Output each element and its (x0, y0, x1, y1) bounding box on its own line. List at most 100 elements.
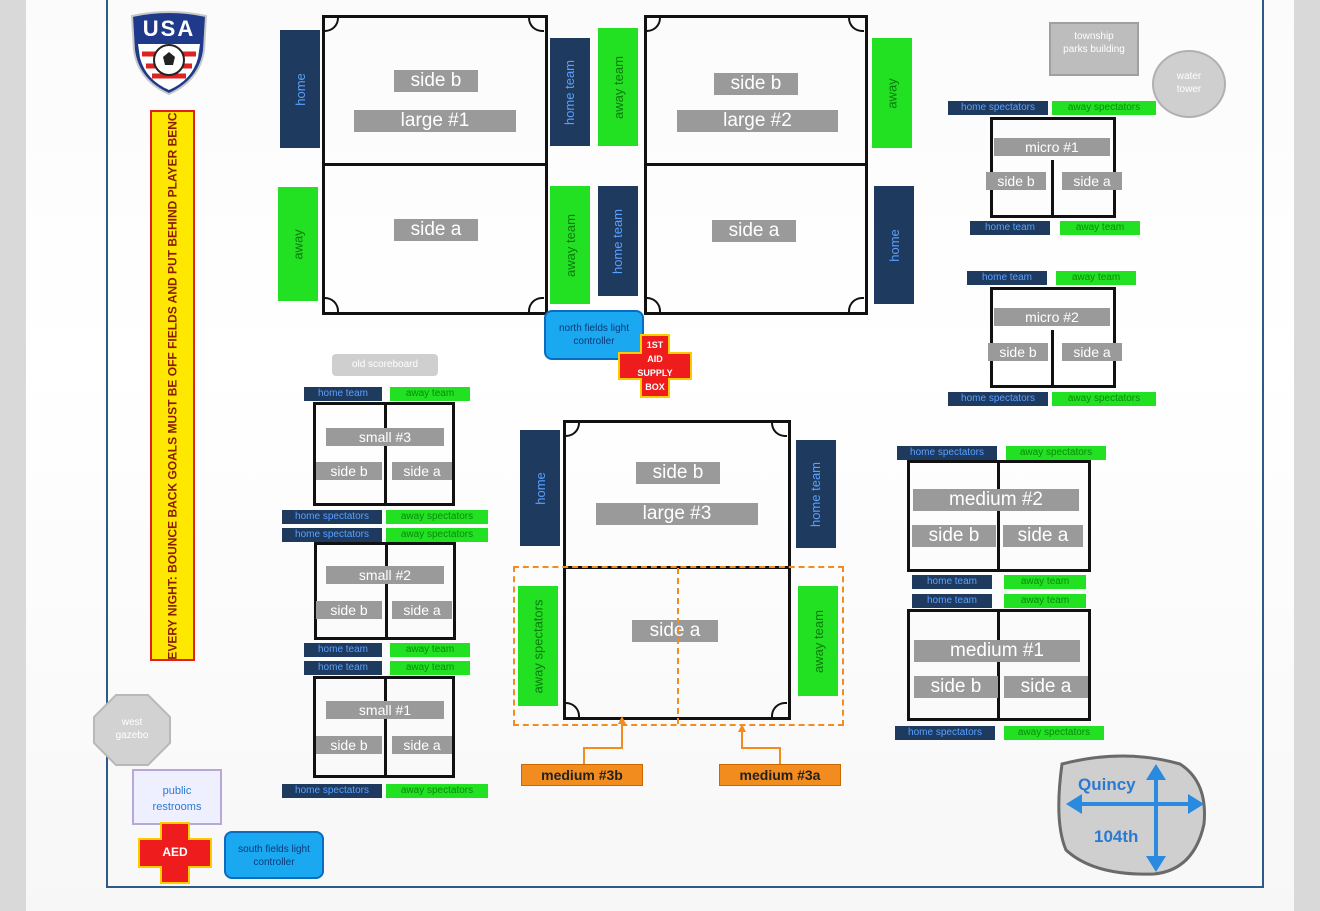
small-2-title: small #2 (326, 566, 444, 584)
bench-label: home (886, 228, 902, 262)
small-2-away-team: away team (390, 643, 470, 657)
small-1-side-b-label: side b (316, 736, 382, 754)
public-restrooms: public restrooms (132, 769, 222, 825)
small-2-side-a-label: side a (392, 601, 452, 619)
old-scoreboard-text: old scoreboard (351, 359, 419, 370)
micro-2-side-a-label: side a (1062, 343, 1122, 361)
bench-label: home (292, 72, 308, 106)
medium-3-dashed-divider (677, 568, 679, 724)
micro-1-away-team: away team (1060, 221, 1140, 235)
field-divider (997, 460, 1000, 572)
restrooms-text: public restrooms (152, 785, 202, 813)
large-3-away-spectators: away spectators (518, 586, 558, 706)
medium-2-away-spectators: away spectators (1006, 446, 1106, 460)
medium-2-side-a-label: side a (1003, 525, 1083, 547)
first-aid-line-2: AID (647, 354, 663, 364)
corner-arc (528, 16, 544, 32)
bench-label: away (290, 228, 306, 260)
micro-2-home-spectators: home spectators (948, 392, 1048, 406)
small-1-away-team: away team (390, 661, 470, 675)
micro-1-home-spectators: home spectators (948, 101, 1048, 115)
micro-1-side-b-label: side b (986, 172, 1046, 190)
large-1-away-bench: away (278, 187, 318, 301)
bench-label: away team (562, 213, 578, 277)
medium-3-pointer-arrows (583, 716, 781, 766)
corner-arc (528, 297, 544, 313)
field-divider (1051, 160, 1054, 218)
large-1-title: large #1 (354, 110, 516, 132)
medium-1-side-a-label: side a (1004, 676, 1088, 698)
bench-label: away (884, 77, 900, 109)
large-3-home-team-bench: home team (796, 440, 836, 548)
large-3-side-a-label: side a (632, 620, 718, 642)
medium-1-away-spectators: away spectators (1004, 726, 1104, 740)
micro-2-away-spectators: away spectators (1052, 392, 1156, 406)
large-2-side-a-label: side a (712, 220, 796, 242)
corner-arc (323, 297, 339, 313)
township-parks-building: township parks building (1049, 22, 1139, 76)
water-tower-text: water tower (1176, 71, 1202, 95)
medium-2-away-team: away team (1004, 575, 1086, 589)
first-aid-line-4: BOX (645, 382, 665, 392)
micro-2-title: micro #2 (994, 308, 1110, 326)
large-1-side-a-label: side a (394, 219, 478, 241)
field-divider (322, 163, 548, 166)
medium-3-dashed-area (513, 566, 844, 726)
small-3-home-spectators: home spectators (282, 510, 382, 524)
map-frame (106, 0, 1264, 888)
corner-arc (771, 421, 787, 437)
first-aid-box: 1ST AID SUPPLY BOX (618, 334, 692, 398)
bench-label: home team (808, 461, 824, 527)
large-2-away-team-bench: away team (598, 28, 638, 146)
medium-1-away-team: away team (1004, 594, 1086, 608)
usa-soccer-logo: USA (128, 10, 210, 96)
medium-1-title: medium #1 (914, 640, 1080, 662)
compass-north-label: Quincy (1078, 775, 1136, 794)
large-3-side-b-label: side b (636, 462, 720, 484)
bench-label: home team (562, 59, 578, 125)
compass-south-label: 104th (1094, 827, 1139, 846)
large-2-side-b-label: side b (714, 73, 798, 95)
logo-text: USA (142, 16, 196, 41)
large-2-title: large #2 (677, 110, 838, 132)
aed-text: AED (162, 845, 188, 859)
medium-2-home-spectators: home spectators (897, 446, 997, 460)
medium-2-side-b-label: side b (912, 525, 996, 547)
red-cross (620, 354, 690, 378)
medium-3b-label: medium #3b (521, 764, 643, 786)
south-controller-text: south fields light controller (238, 844, 310, 868)
large-2-home-team-bench: home team (598, 186, 638, 296)
first-aid-line-3: SUPPLY (637, 368, 673, 378)
field-divider (997, 609, 1000, 721)
field-divider (385, 542, 388, 640)
small-2-home-team: home team (304, 643, 382, 657)
medium-1-side-b-label: side b (914, 676, 998, 698)
micro-2-side-b-label: side b (988, 343, 1048, 361)
south-fields-light-controller: south fields light controller (224, 831, 324, 879)
corner-arc (645, 297, 661, 313)
small-1-home-team: home team (304, 661, 382, 675)
micro-1-side-a-label: side a (1062, 172, 1122, 190)
compass-rose (1057, 754, 1206, 876)
large-1-home-team-bench: home team (550, 38, 590, 146)
bench-label: away spectators (530, 599, 546, 693)
micro-1-title: micro #1 (994, 138, 1110, 156)
small-1-title: small #1 (326, 701, 444, 719)
water-tower: water tower (1152, 50, 1226, 118)
small-3-away-spectators: away spectators (386, 510, 488, 524)
large-1-away-team-bench: away team (550, 186, 590, 304)
large-3-home-bench: home (520, 430, 560, 546)
bench-label: home team (610, 208, 626, 274)
small-3-home-team: home team (304, 387, 382, 401)
banner-text: EVERY NIGHT: BOUNCE BACK GOALS MUST BE O… (165, 111, 180, 660)
field-divider (384, 402, 387, 506)
small-2-home-spectators: home spectators (282, 528, 382, 542)
micro-2-home-team: home team (967, 271, 1047, 285)
medium-3a-label: medium #3a (719, 764, 841, 786)
west-gazebo-text: west gazebo (115, 717, 149, 741)
corner-arc (848, 16, 864, 32)
large-3-away-team-bench: away team (798, 586, 838, 696)
medium-1-home-spectators: home spectators (895, 726, 995, 740)
old-scoreboard: old scoreboard (332, 354, 438, 376)
bench-label: away team (810, 609, 826, 673)
